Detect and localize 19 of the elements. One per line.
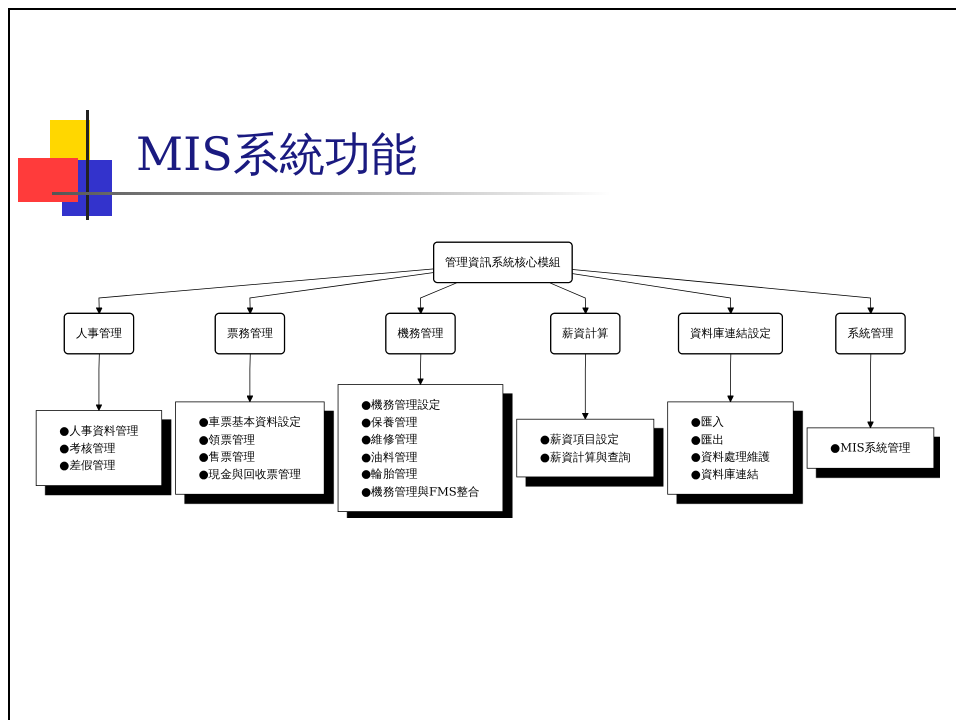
arrow: [867, 354, 874, 428]
arrow: [572, 269, 874, 314]
arrow: [582, 354, 589, 420]
node-box: ●人事資料管理 ●考核管理 ●差假管理: [36, 410, 162, 486]
arrow: [417, 354, 424, 385]
node-box: ●薪資項目設定 ●薪資計算與查詢: [516, 418, 654, 478]
arrow: [246, 354, 254, 402]
node-box: ●機務管理設定 ●保養管理 ●維修管理 ●油料管理 ●輪胎管理 ●機務管理與FMS整合: [338, 384, 504, 512]
arrow: [417, 282, 457, 314]
slide-title: MIS系統功能: [136, 126, 417, 183]
node-box: ●車票基本資料設定 ●領票管理 ●售票管理 ●現金與回收票管理: [175, 402, 325, 495]
arrow: [96, 354, 102, 411]
node-box: ●匯入 ●匯出 ●資料處理維護 ●資料庫連結: [667, 402, 794, 495]
arrow: [246, 272, 434, 314]
arrow: [572, 273, 734, 314]
node-box: ●MIS系統管理: [806, 427, 934, 469]
arrow: [550, 282, 589, 314]
arrow: [727, 354, 734, 402]
arrow: [96, 268, 434, 314]
